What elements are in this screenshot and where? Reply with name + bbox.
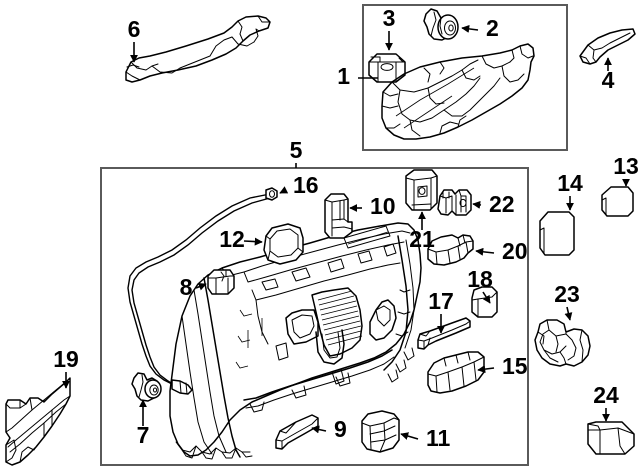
callout-5[interactable]: 5 bbox=[290, 137, 303, 163]
callout-8[interactable]: 8 bbox=[180, 274, 193, 300]
part-8-retainer-bracket bbox=[207, 269, 235, 295]
part-9-cover-strip bbox=[275, 414, 319, 450]
part-22-clip-retainer-pair bbox=[437, 189, 472, 216]
part-23-anchor-bracket bbox=[534, 319, 591, 367]
callout-7[interactable]: 7 bbox=[137, 422, 150, 448]
callout-23[interactable]: 23 bbox=[554, 281, 580, 307]
part-4-trim-garnish-strip bbox=[579, 28, 636, 65]
callout-17[interactable]: 17 bbox=[428, 288, 454, 314]
callout-19[interactable]: 19 bbox=[53, 346, 79, 372]
part-6-roof-side-rail-trim bbox=[125, 15, 271, 83]
callout-20[interactable]: 20 bbox=[502, 238, 528, 264]
part-2-push-pin-retainer-clip bbox=[423, 8, 459, 41]
part-12-access-cover-panel bbox=[263, 223, 304, 265]
callout-6[interactable]: 6 bbox=[128, 16, 141, 42]
callout-numbers: 1 2 3 4 5 6 7 8 9 10 11 12 13 14 15 16 1… bbox=[53, 5, 639, 451]
callout-1[interactable]: 1 bbox=[337, 63, 350, 89]
callout-12[interactable]: 12 bbox=[219, 226, 245, 252]
callout-22[interactable]: 22 bbox=[489, 191, 515, 217]
part-19-lower-sill-trim bbox=[5, 377, 71, 466]
callout-18[interactable]: 18 bbox=[467, 266, 493, 292]
callout-15[interactable]: 15 bbox=[502, 353, 528, 379]
part-20-cylindrical-socket bbox=[427, 234, 474, 266]
part-13-side-panel-insert bbox=[601, 186, 634, 217]
part-7-cable-grommet-clip bbox=[131, 372, 162, 402]
callout-10[interactable]: 10 bbox=[370, 193, 396, 219]
part-5-quarter-trim-panel bbox=[169, 222, 422, 460]
callout-leaders bbox=[62, 24, 630, 440]
callout-9[interactable]: 9 bbox=[334, 416, 347, 442]
callout-14[interactable]: 14 bbox=[557, 170, 583, 196]
part-14-side-panel-insert-large bbox=[539, 211, 575, 256]
callout-4[interactable]: 4 bbox=[602, 67, 615, 93]
callout-24[interactable]: 24 bbox=[593, 382, 619, 408]
part-17-trim-clip-strip bbox=[417, 317, 471, 350]
callout-11[interactable]: 11 bbox=[426, 425, 451, 451]
callout-21[interactable]: 21 bbox=[409, 226, 435, 252]
callout-3[interactable]: 3 bbox=[383, 5, 396, 31]
part-16-release-cable bbox=[127, 187, 278, 395]
part-21-switch-housing bbox=[405, 169, 438, 211]
part-10-lamp-housing-module bbox=[324, 193, 353, 239]
callout-2[interactable]: 2 bbox=[486, 15, 499, 41]
callout-16[interactable]: 16 bbox=[293, 172, 319, 198]
part-15-connector-block bbox=[427, 351, 485, 394]
part-1-pillar-trim-assembly bbox=[381, 43, 535, 140]
group-box-main bbox=[100, 167, 529, 466]
callout-13[interactable]: 13 bbox=[613, 153, 639, 179]
part-24-end-cap-wedge bbox=[587, 421, 635, 455]
part-11-corner-cap bbox=[361, 410, 400, 453]
